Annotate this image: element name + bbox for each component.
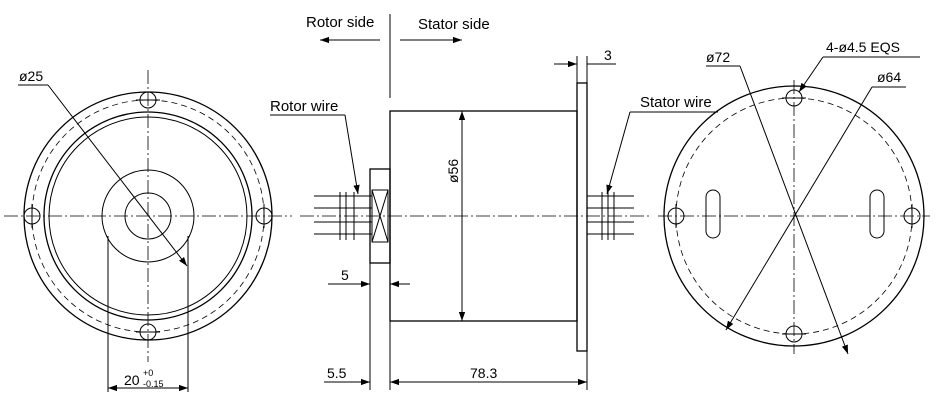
mount-hole	[903, 204, 921, 228]
bolt-circle-dimension: ø64	[877, 69, 901, 85]
rotor-wire-label: Rotor wire	[270, 98, 338, 115]
stator-wire-leader	[606, 111, 631, 195]
bore-leader	[47, 84, 188, 267]
outer-dia-dimension: ø72	[706, 49, 730, 65]
mount-hole	[667, 204, 685, 228]
mount-holes-leader	[798, 56, 824, 93]
mount-hole	[782, 325, 806, 343]
mount-hole	[255, 204, 273, 228]
rotor-offset-dimension: 5.5	[327, 365, 347, 381]
mount-hole	[23, 204, 41, 228]
stator-flange	[576, 82, 588, 352]
bore-dimension: ø25	[19, 68, 43, 84]
rotor-side-label: Rotor side	[306, 14, 374, 31]
flange-thickness-dimension: 3	[604, 47, 612, 63]
stator-side-label: Stator side	[418, 16, 490, 33]
body-dia-dimension: ø56	[445, 159, 461, 183]
side-view: Rotor side Stator side Rotor wire	[270, 14, 718, 390]
rotor-end-view: ø25 20 +0 -0.15	[4, 68, 292, 392]
mount-hole	[136, 323, 160, 341]
outer-dia-dim-line	[739, 65, 849, 355]
shaft-dimension: 20	[124, 372, 140, 388]
rotor-flange-dimension: 5	[341, 267, 349, 283]
mount-holes-dimension: 4-ø4.5 EQS	[826, 39, 900, 55]
stator-end-view: ø72 ø64 4-ø4.5 EQS	[658, 39, 930, 355]
bolt-circle-dim-line	[725, 86, 873, 331]
shaft-tolerance-upper: +0	[143, 368, 153, 378]
mounting-slot	[705, 189, 721, 239]
mounting-slot	[869, 189, 885, 239]
body-length-dimension: 78.3	[470, 365, 497, 381]
shaft-tolerance-lower: -0.15	[143, 379, 164, 389]
stator-wire-label: Stator wire	[640, 94, 712, 111]
mount-hole	[136, 91, 160, 109]
mount-hole	[782, 89, 806, 107]
rotor-wire-leader	[344, 114, 360, 195]
